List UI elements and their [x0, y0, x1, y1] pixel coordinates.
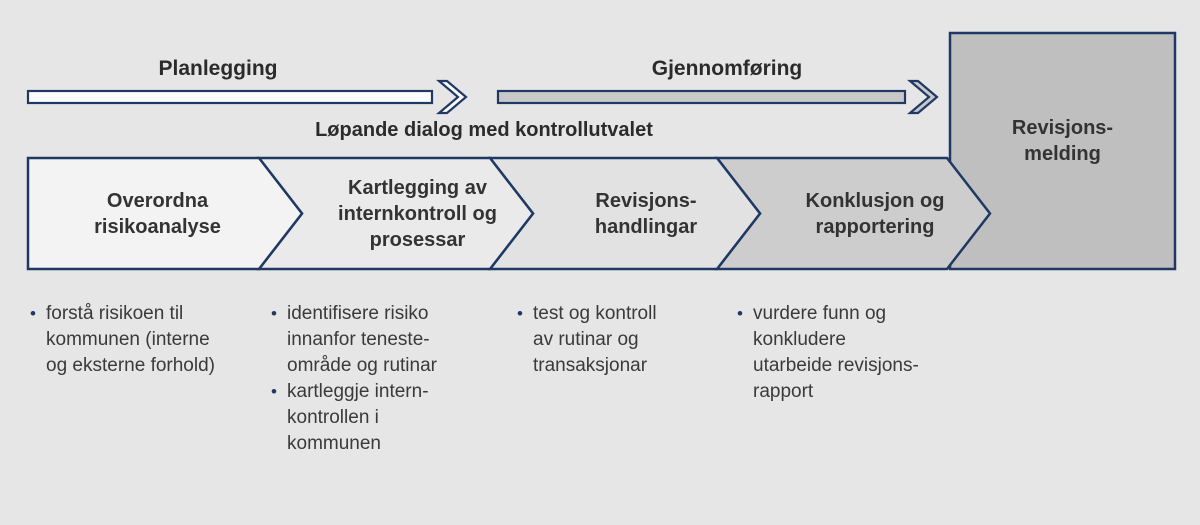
list-item-text: test og kontroll av rutinar og transaksj… [533, 303, 657, 376]
bullet-icon: • [517, 304, 523, 323]
list-item: • identifisere risiko innanfor teneste- … [271, 301, 501, 379]
planning-arrow-shaft [26, 89, 434, 105]
list-item-text: forstå risikoen til kommunen (interne og… [46, 303, 215, 376]
bullet-icon: • [30, 304, 36, 323]
planning-phase-label: Planlegging [158, 57, 278, 80]
list-item-text: identifisere risiko innanfor teneste- om… [287, 303, 437, 376]
stage1-label: Overordna risikoanalyse [94, 189, 221, 238]
list-item-text: vurdere funn og konkludere utarbeide rev… [753, 303, 919, 402]
stage3-label: Revisjons- handlingar [594, 189, 698, 238]
stage4-bullet-list: • vurdere funn og konkludere utarbeide r… [737, 301, 997, 405]
stage1-chevron-shape [26, 156, 304, 271]
list-item: • vurdere funn og konkludere utarbeide r… [737, 301, 997, 405]
stage3-bullet-list: • test og kontroll av rutinar og transak… [517, 301, 732, 379]
planning-arrow-head [435, 79, 468, 115]
dialog-caption: Løpande dialog med kontrollutvalet [315, 119, 653, 141]
bullet-icon: • [737, 304, 743, 323]
result-box-shape [948, 31, 1177, 271]
result-box-label: Revisjons- melding [1011, 116, 1114, 165]
stage2-label: Kartlegging av internkontroll og prosess… [338, 176, 497, 251]
list-item-text: kartleggje intern- kontrollen i kommunen [287, 381, 429, 454]
list-item: • test og kontroll av rutinar og transak… [517, 301, 732, 379]
bullet-icon: • [271, 304, 277, 323]
stage4-label: Konklusjon og rapportering [805, 189, 945, 238]
bullet-icon: • [271, 382, 277, 401]
list-item: • forstå risikoen til kommunen (interne … [30, 301, 265, 379]
execution-phase-label: Gjennomføring [651, 57, 803, 80]
stage1-bullet-list: • forstå risikoen til kommunen (interne … [30, 301, 265, 379]
stage2-bullet-list: • identifisere risiko innanfor teneste- … [271, 301, 501, 457]
execution-arrow-shaft [496, 89, 907, 105]
execution-arrow-head [906, 79, 939, 115]
list-item: • kartleggje intern- kontrollen i kommun… [271, 379, 501, 457]
